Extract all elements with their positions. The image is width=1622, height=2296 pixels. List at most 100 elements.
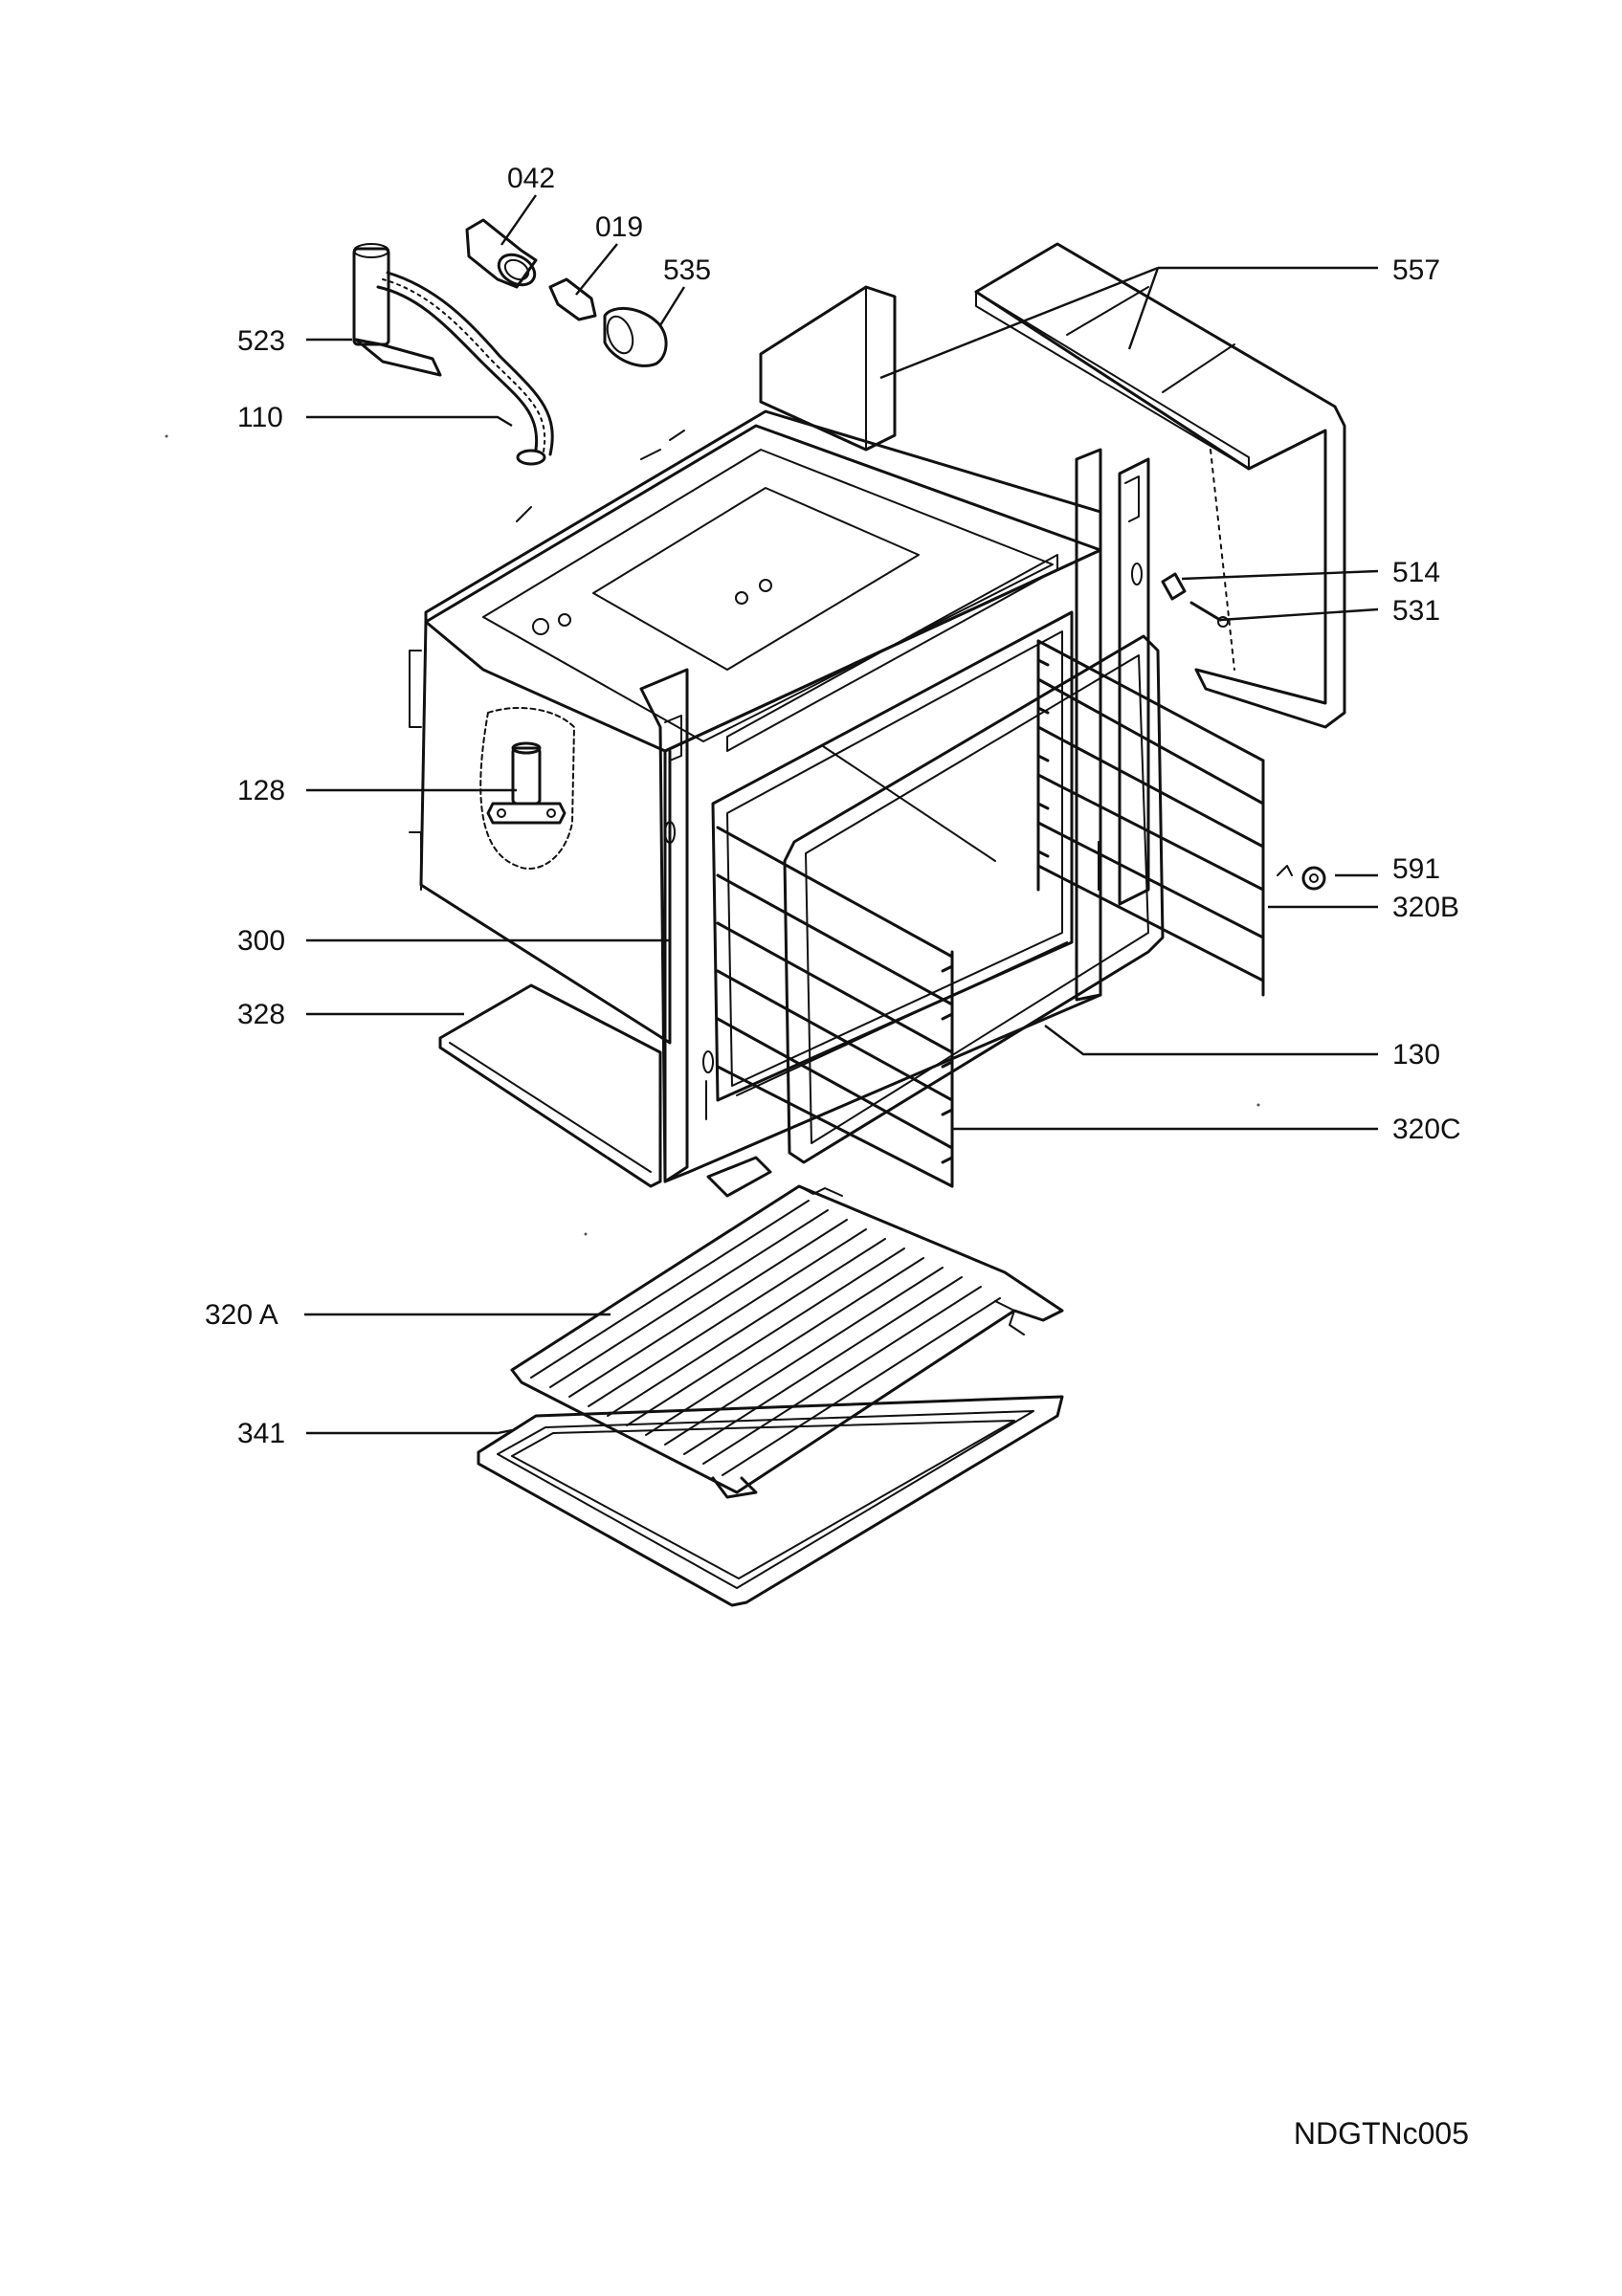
burner-flange <box>486 802 567 825</box>
flange-slot-3 <box>1131 563 1143 585</box>
insulation-557 <box>759 242 1346 729</box>
leader-557-b <box>1127 267 1160 350</box>
leader-130 <box>1044 1025 1378 1056</box>
cavity-inner-floor <box>736 745 1068 1096</box>
fastener-531-head <box>1217 616 1229 628</box>
lamp-cover <box>603 306 668 367</box>
label-320A: 320 A <box>205 1299 278 1331</box>
rack-b-clip <box>1277 865 1293 876</box>
bottom-plate-edge <box>449 1042 652 1173</box>
insulation-wrap <box>974 242 1346 729</box>
lamp-holder-ring-inner <box>503 258 530 281</box>
label-128: 128 <box>237 775 285 806</box>
leader-042 <box>500 194 537 246</box>
label-591: 591 <box>1392 853 1440 885</box>
label-531: 531 <box>1392 595 1440 627</box>
shelf-back-notches <box>798 1185 1025 1336</box>
label-042: 042 <box>507 163 555 194</box>
lamp-holder <box>465 218 538 289</box>
cavity-top-flanges <box>516 430 685 522</box>
label-328: 328 <box>237 999 285 1030</box>
label-523: 523 <box>237 325 285 357</box>
label-514: 514 <box>1392 557 1440 588</box>
insulation-dash <box>1210 449 1235 671</box>
drawing-code: NDGTNc005 <box>1293 2116 1469 2151</box>
scan-speck-3 <box>1256 1103 1260 1107</box>
lamp-cover-rim <box>606 315 634 355</box>
cavity-front-frame <box>663 548 1102 1183</box>
fastener-514 <box>1161 572 1187 601</box>
hose-bracket <box>352 247 390 346</box>
hose-bracket-base <box>354 338 442 377</box>
leader-019 <box>575 243 618 296</box>
rack-c-wire-1 <box>716 826 954 959</box>
flange-slot-1 <box>664 821 676 844</box>
leader-535 <box>658 286 686 326</box>
cavity-left-side <box>419 620 672 1045</box>
label-110: 110 <box>237 402 283 433</box>
flexible-hose <box>376 285 539 452</box>
label-341: 341 <box>237 1418 285 1449</box>
insulation-side-block <box>759 285 897 452</box>
hose-ribs <box>382 278 546 453</box>
fastener-531 <box>1189 601 1222 622</box>
hose-assembly <box>352 243 554 466</box>
oven-cavity-300 <box>409 409 1150 1183</box>
rack-c-wire-2 <box>716 873 954 1006</box>
label-320C: 320C <box>1392 1114 1461 1145</box>
rack-c-wire-6 <box>716 1065 954 1188</box>
cavity-front-opening <box>711 610 1074 1102</box>
wire-shelf-320A <box>510 1184 1064 1499</box>
door-seal-outer <box>783 634 1165 1164</box>
side-rack-320C <box>716 826 954 1188</box>
part-labels: 042 019 535 557 523 110 514 531 128 591 … <box>205 163 1461 1449</box>
bottom-plate-328 <box>438 983 772 1198</box>
side-rack-320B <box>1036 639 1326 997</box>
label-130: 130 <box>1392 1039 1440 1071</box>
rack-b-nut-591-hole <box>1309 873 1319 883</box>
burner-tube <box>511 746 542 806</box>
flexible-hose-outer <box>386 271 554 456</box>
label-300: 300 <box>237 925 285 957</box>
leader-110 <box>306 415 513 428</box>
scan-speck-1 <box>165 434 168 438</box>
hose-end <box>516 449 546 466</box>
scan-speck-2 <box>584 1232 588 1236</box>
fasteners <box>1161 572 1229 628</box>
cavity-front-top-bar <box>726 554 1058 752</box>
tray-inner-2 <box>511 1420 1015 1579</box>
tray-inner <box>497 1410 1034 1589</box>
cavity-front-opening-inner <box>726 630 1063 1087</box>
shelf-frame <box>510 1184 1064 1494</box>
lamp-assembly <box>465 218 668 367</box>
insulation-wrap-front <box>975 291 1250 470</box>
leader-531 <box>1219 607 1379 622</box>
lamp-holder-ring <box>497 253 537 287</box>
door-seal-130 <box>783 634 1165 1164</box>
leader-557-a <box>879 266 1159 380</box>
burner-tube-top <box>511 741 542 755</box>
hose-top-cap <box>353 243 389 258</box>
rack-c-wire-4 <box>716 969 954 1102</box>
burner-flange-hole-l <box>497 808 506 818</box>
cutaway-outline <box>479 707 575 870</box>
tray-outer <box>477 1395 1064 1607</box>
rack-b-wire-6 <box>1036 864 1265 982</box>
leader-514 <box>1181 569 1379 581</box>
burner-flange-hole-r <box>546 808 556 818</box>
top-hole-2 <box>558 613 571 627</box>
rack-c-wire-3 <box>716 921 954 1054</box>
label-535: 535 <box>663 254 711 286</box>
flange-hook-1 <box>664 715 682 762</box>
lamp-bulb <box>548 277 597 321</box>
burner-128 <box>479 707 575 870</box>
leader-lines <box>304 194 1379 1435</box>
label-019: 019 <box>595 211 643 243</box>
leader-341 <box>306 1428 513 1435</box>
cavity-left-bracket <box>409 650 422 891</box>
flange-hook-2 <box>1124 475 1140 522</box>
rack-b-wire-4 <box>1036 773 1265 892</box>
bottom-plate <box>438 983 662 1188</box>
insulation-wrap-seams <box>1066 286 1235 393</box>
